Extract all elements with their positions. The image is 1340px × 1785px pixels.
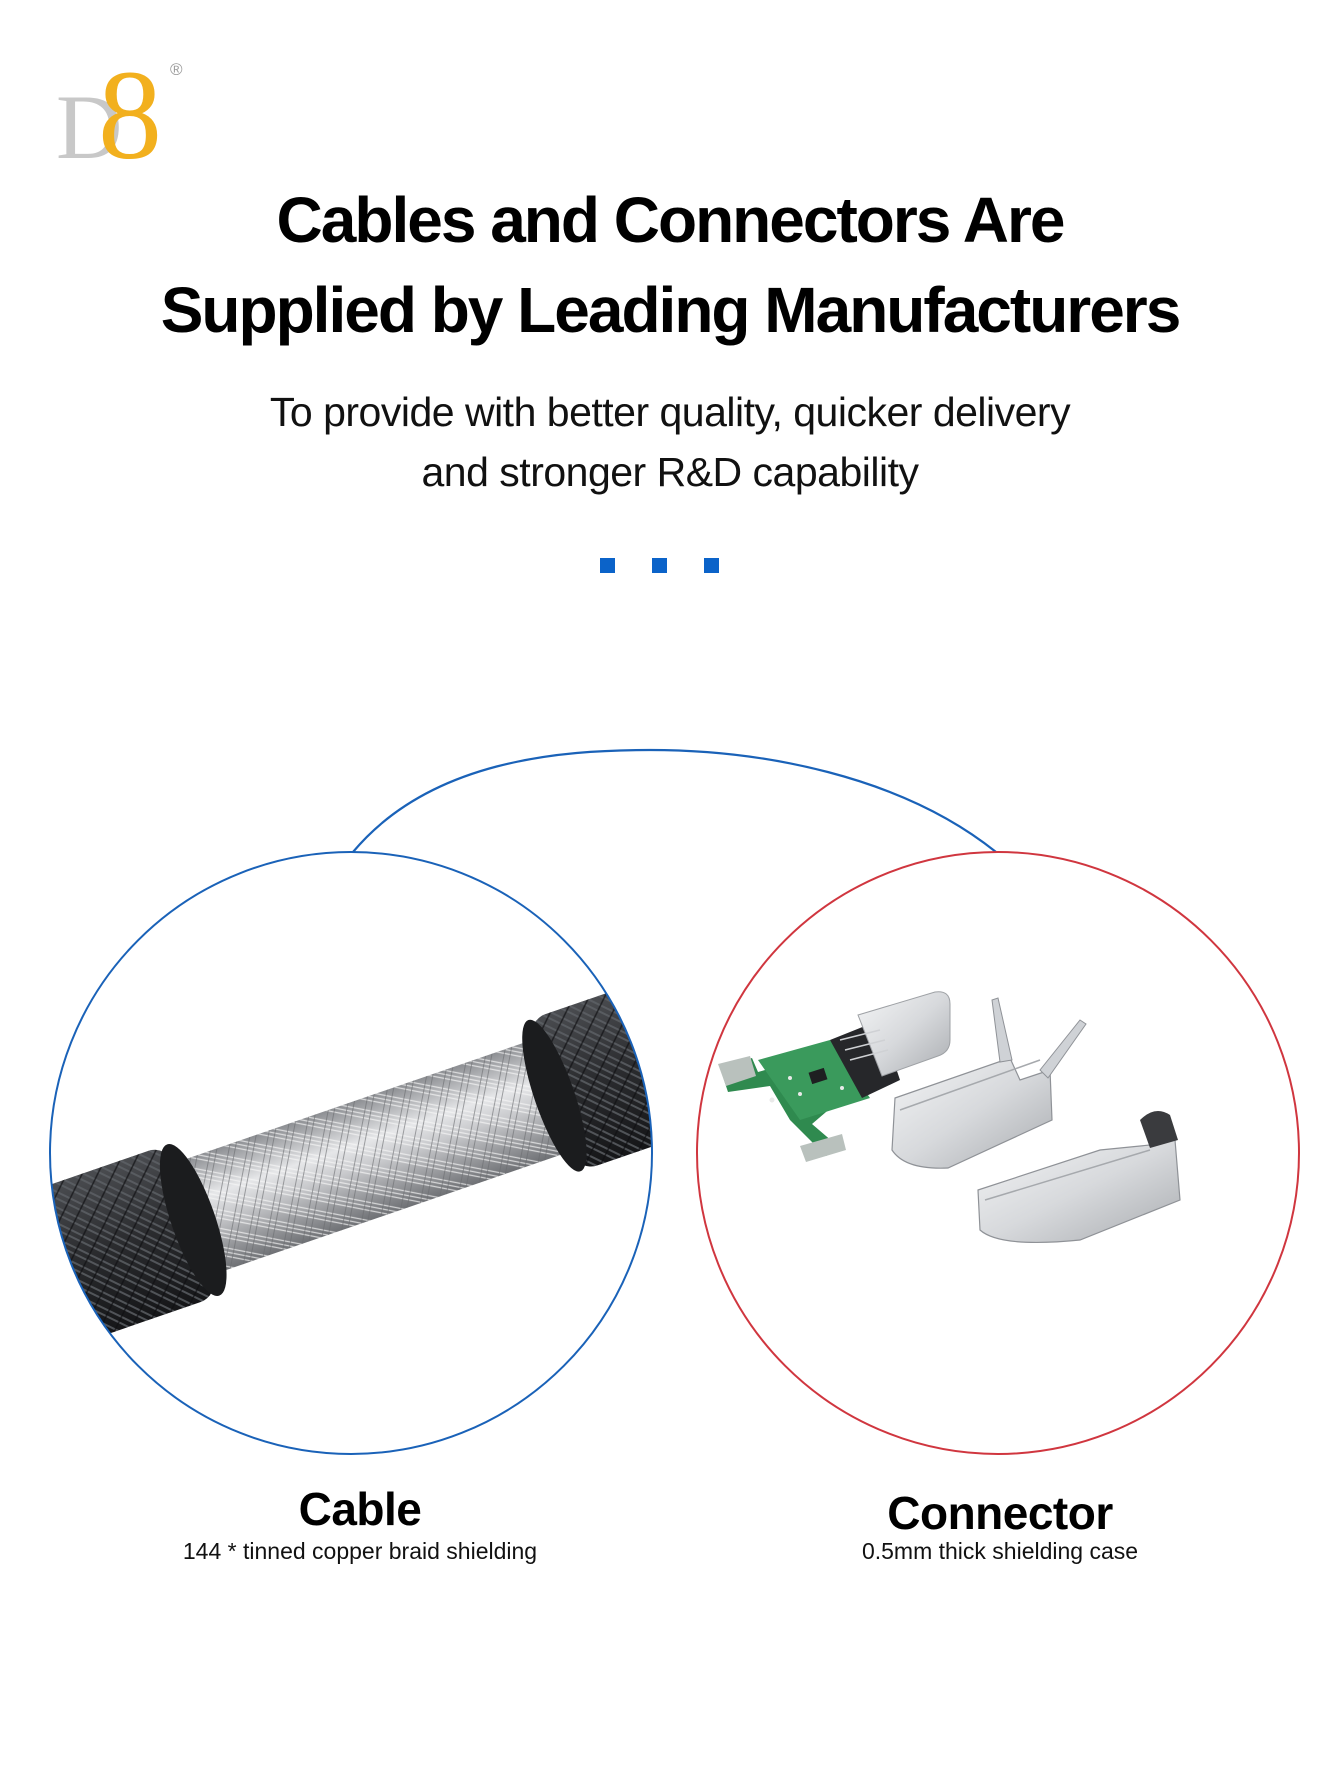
subtitle-line-1: To provide with better quality, quicker …: [269, 389, 1071, 435]
decorative-square-icon: [704, 558, 719, 573]
feature-diagram: [49, 748, 1300, 1455]
headline-line-2: Supplied by Leading Manufacturers: [160, 274, 1182, 346]
pcb-board: [718, 1040, 870, 1162]
shield-case-bottom: [977, 1111, 1181, 1244]
decorative-square-icon: [600, 558, 615, 573]
connector-ring: [696, 851, 1300, 1455]
cable-ring: [49, 851, 653, 1455]
brand-logo: D 8 ®: [54, 51, 204, 179]
connecting-arc: [352, 748, 997, 853]
registered-trademark-icon: ®: [170, 60, 183, 79]
decorative-dots: [600, 558, 730, 574]
connector-title: Connector: [887, 1487, 1113, 1539]
cable-photo: [50, 941, 652, 1388]
connector-photo: [718, 991, 1181, 1244]
headline-line-1: Cables and Connectors Are: [276, 184, 1066, 256]
subtitle-line-2: and stronger R&D capability: [421, 449, 919, 495]
shield-case-top: [891, 997, 1087, 1169]
logo-number-8: 8: [98, 44, 162, 186]
cable-title: Cable: [298, 1483, 422, 1535]
connector-description: 0.5mm thick shielding case: [861, 1538, 1139, 1564]
cable-description: 144 * tinned copper braid shielding: [182, 1538, 538, 1564]
decorative-square-icon: [652, 558, 667, 573]
usb-c-plug: [830, 991, 951, 1098]
logo-letter-d: D: [56, 76, 122, 178]
